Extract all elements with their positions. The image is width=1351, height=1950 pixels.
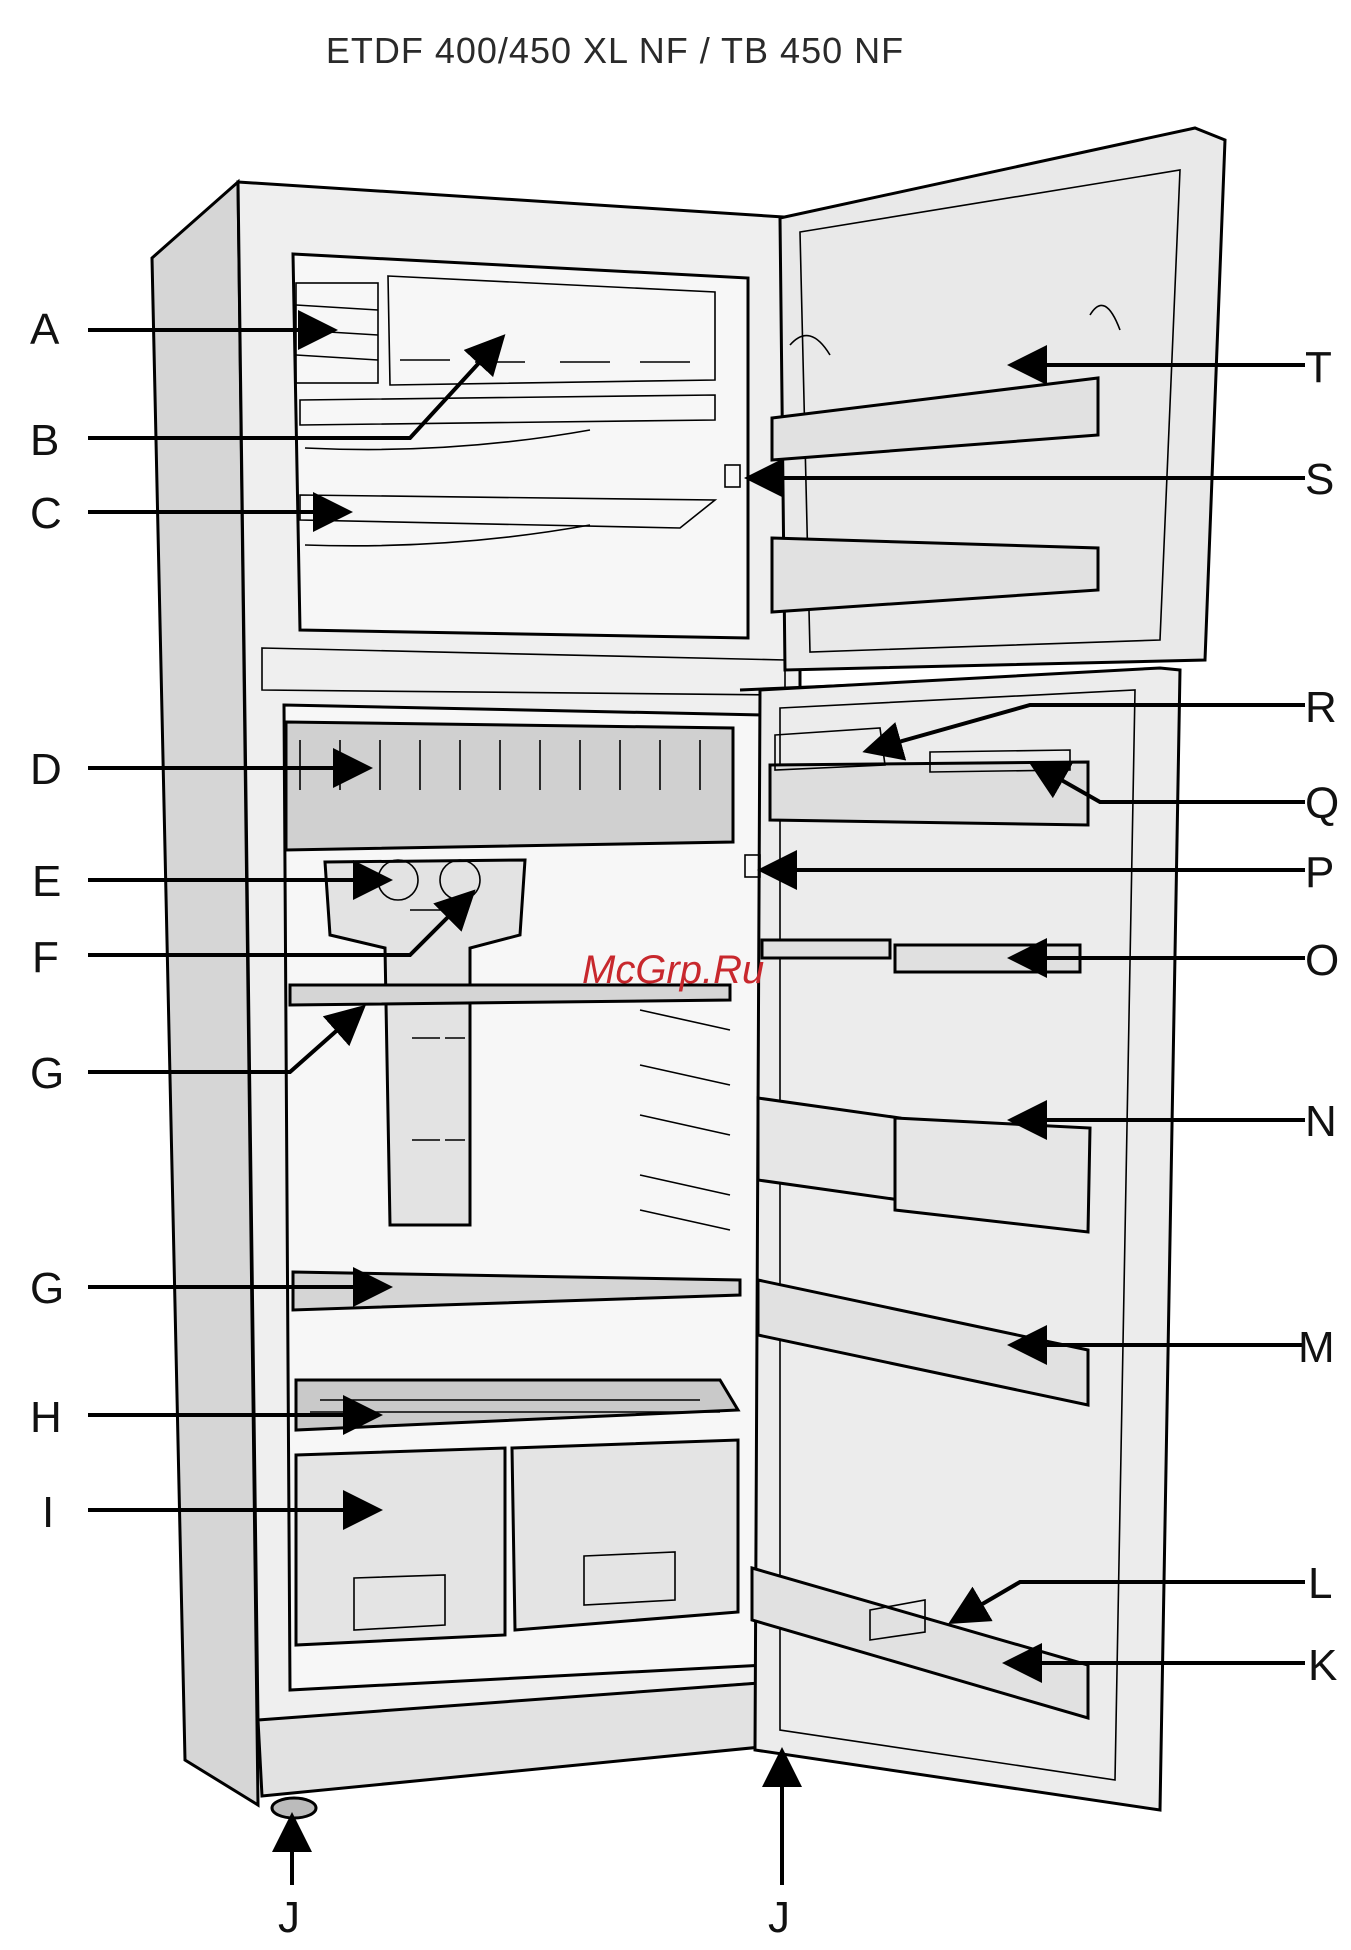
fridge-door: [752, 668, 1180, 1810]
label-K: K: [1308, 1641, 1337, 1690]
label-L: L: [1308, 1559, 1332, 1608]
label-G-lower: G: [30, 1264, 64, 1313]
label-B: B: [30, 416, 59, 465]
label-F: F: [32, 933, 59, 982]
freezer-compartment: [293, 254, 748, 638]
label-P: P: [1305, 848, 1334, 897]
label-I: I: [42, 1488, 54, 1537]
label-N: N: [1305, 1097, 1337, 1146]
label-S: S: [1305, 455, 1334, 504]
freezer-door: [740, 128, 1225, 690]
label-H: H: [30, 1393, 62, 1442]
watermark-text: McGrp.Ru: [582, 948, 764, 992]
label-E: E: [32, 857, 61, 906]
label-A: A: [30, 305, 60, 354]
label-D: D: [30, 745, 62, 794]
label-G-upper: G: [30, 1049, 64, 1098]
label-T: T: [1305, 343, 1332, 392]
label-C: C: [30, 489, 62, 538]
label-O: O: [1305, 936, 1339, 985]
model-title: ETDF 400/450 XL NF / TB 450 NF: [0, 30, 1230, 72]
label-J-right: J: [768, 1893, 790, 1942]
label-Q: Q: [1305, 779, 1339, 828]
label-J-left: J: [278, 1893, 300, 1942]
fridge-compartment: [284, 705, 765, 1690]
label-R: R: [1305, 683, 1337, 732]
label-M: M: [1298, 1323, 1335, 1372]
